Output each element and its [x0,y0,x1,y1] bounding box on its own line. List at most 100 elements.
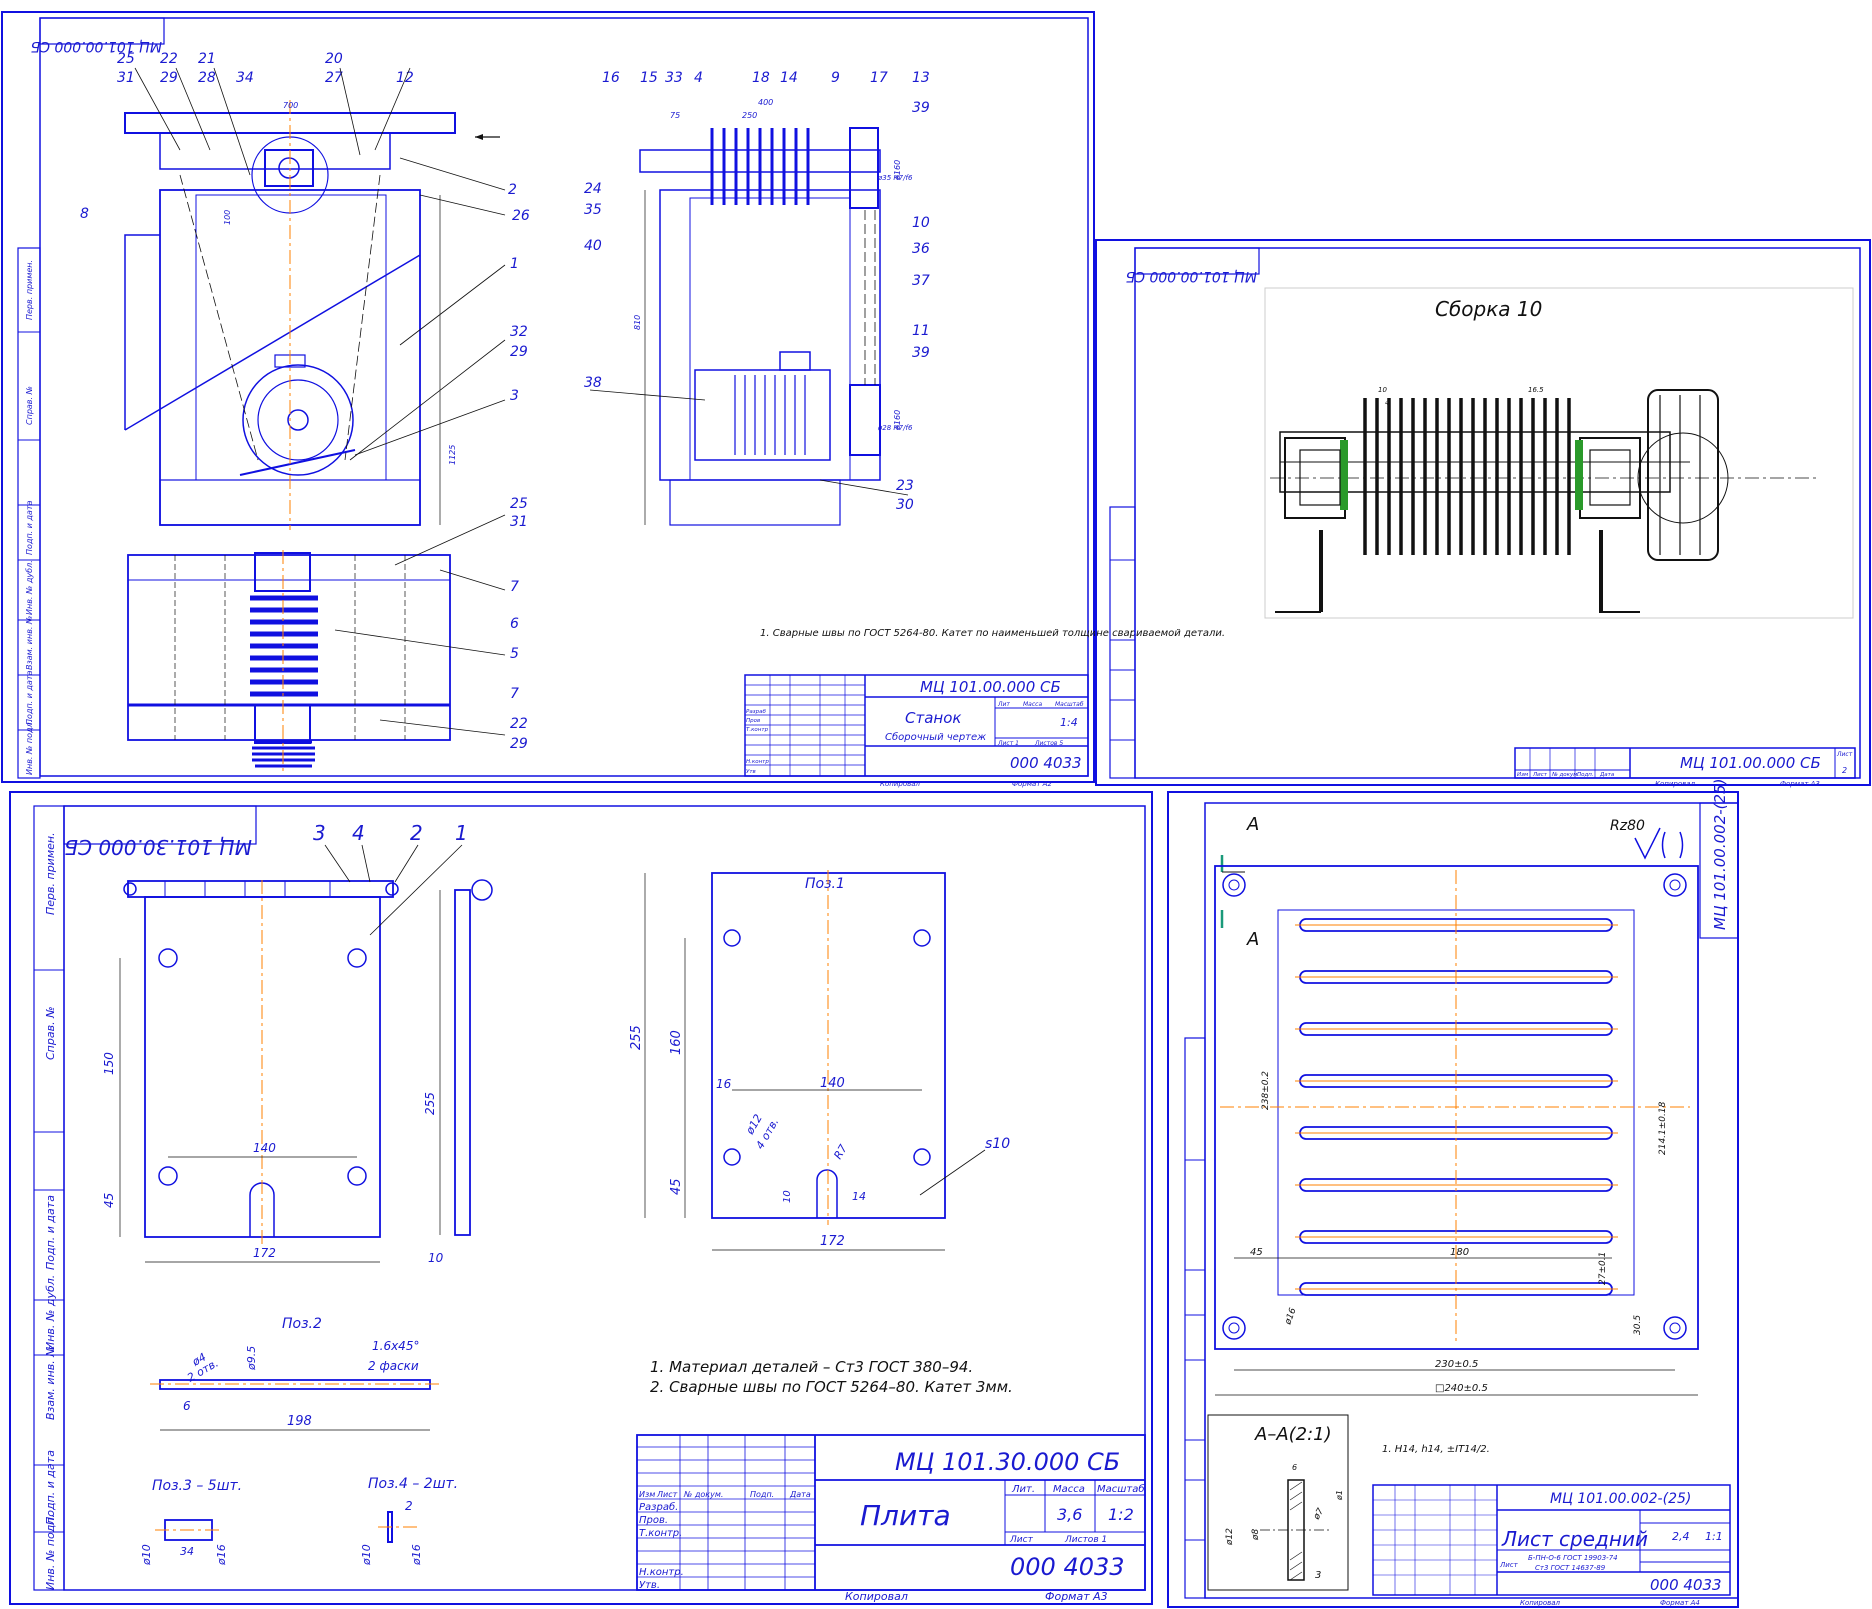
stamp2-col-sign: Подп. [1577,772,1594,778]
dim-4-a: 4 [1385,399,1389,407]
side3-col-1: Перв. примен. [44,832,57,915]
leader-22b: 22 [510,716,528,732]
dim-d160-bottom: ø160 [893,410,902,431]
leader-13: 13 [912,70,930,86]
leader-2: 2 [508,182,517,198]
poz2-dim-6: 6 [183,1399,191,1413]
plan-view [127,550,451,775]
leader-28: 28 [198,70,216,86]
poz1-dim-140: 140 [820,1076,845,1091]
leader-29c: 29 [510,736,528,752]
dim-16-5: 16.5 [1528,386,1544,394]
poz1-thickness: s10 [985,1136,1010,1152]
stamp3-col-izm: Изм [639,1490,655,1499]
poz4-dim-d16: ø16 [410,1544,423,1566]
leader-3: 3 [510,388,519,404]
stamp2-copied: Копировал [1655,780,1696,788]
leader-26: 26 [512,208,530,224]
dim-75: 75 [670,111,680,120]
dim-100: 100 [223,210,232,225]
stamp4-scale: 1:1 [1705,1530,1723,1543]
stamp3-col-mass: Масса [1053,1484,1085,1495]
sheet4-dim-27: 27±0.1 [1598,1252,1608,1285]
sheet-assembly-10: МЦ 101.00.000 СБ Сборка 10 10 [1095,239,1871,788]
section-dim-d12: ø12 [1225,1528,1235,1546]
leader-5: 5 [510,646,519,662]
sheet4-dim-240: □240±0.5 [1435,1383,1488,1394]
leader-1: 1 [510,256,519,272]
mirror-code-2: МЦ 101.00.000 СБ [1126,268,1257,284]
poz1-dim-r7: R7 [831,1142,850,1161]
stamp-col-mass-1: Масса [1023,701,1042,708]
leader-25: 25 [117,51,135,67]
dim-250: 250 [742,111,757,120]
side-col-7: Инв. № подл. [25,720,34,775]
stamp3-row-utv: Утв. [639,1580,660,1591]
side3-col-3: Подп. и дата [44,1195,57,1270]
poz2-view: Поз.2 ø4 2 отв. ø9.5 1.6x45° 2 фаски 6 1… [150,1316,440,1431]
section-a-label-top: А [1246,814,1259,835]
stamp-row-tkontr-1: Т.контр [746,727,769,733]
stamp-org-4: 000 4033 [1650,1576,1722,1594]
leader-29b: 29 [510,344,528,360]
sheet4-dim-238: 238±0.2 [1261,1071,1271,1110]
stamp4-material-1: Б-ПН-О-6 ГОСТ 19903-74 [1528,1554,1618,1562]
stamp2-col-list: Лист [1532,772,1548,778]
title-block-sheet2: Изм Лист № докум. Подп. Дата МЦ 101.00.0… [1514,747,1856,788]
poz4-view: Поз.4 – 2шт. 2 ø10 ø16 [360,1476,458,1566]
stamp-row-nkontr-1: Н.контр [746,759,769,765]
stamp-subtitle-1: Сборочный чертеж [885,731,986,743]
sheet4-note: 1. Н14, h14, ±IT14/2. [1382,1444,1490,1455]
section-dim-d1: ø1 [1335,1490,1344,1501]
poz2-dim-chamfer: 1.6x45° [372,1339,419,1353]
stamp3-format: Формат A3 [1045,1590,1108,1603]
side3-col-2: Справ. № [44,1006,57,1060]
mirror-code-4: МЦ 101.00.002-(25) [1711,779,1729,930]
stamp3-col-list: Лист [656,1490,678,1499]
sheet4-dim-230: 230±0.5 [1435,1359,1478,1370]
leader-31: 31 [117,70,135,86]
stamp3-row-tkontr: Т.контр. [639,1528,682,1539]
poz1-title: Поз.1 [805,876,845,892]
side3-col-4: Инв. № дубл. [44,1275,57,1350]
poz1-dim-255: 255 [629,1025,644,1050]
dim-45-left: 45 [102,1193,116,1208]
note-sheet1: 1. Сварные швы по ГОСТ 5264-80. Катет по… [760,628,1225,639]
leader-11: 11 [912,323,930,339]
leader-38: 38 [584,375,602,391]
dim-810: 810 [633,315,642,330]
stamp-col-lit-1: Лит [997,701,1010,708]
sheet4-dim-30-5: 30.5 [1633,1315,1643,1335]
leader-32: 32 [510,324,528,340]
section-dim-6: 6 [1292,1463,1297,1472]
section-dim-3: 3 [1315,1570,1321,1581]
dim-1125: 1125 [448,445,457,465]
leader-24: 24 [584,181,602,197]
poz3-dim-34: 34 [180,1545,194,1558]
side-col-6: Подп. и дата [25,670,34,725]
leader-30: 30 [896,497,914,513]
side3-col-7: Инв. № подл. [44,1514,57,1590]
poz3-title: Поз.3 – 5шт. [152,1478,242,1494]
leader-7: 7 [510,579,519,595]
poz4-dim-d10: ø10 [360,1544,373,1566]
side-col-1: Перв. примен. [25,260,34,320]
poz1-dim-45: 45 [669,1178,684,1195]
poz1-dim-172: 172 [820,1234,845,1249]
sheet4-dim-d16: ø16 [1283,1306,1299,1327]
leader-9: 9 [831,70,840,86]
side3-col-5: Взам. инв. № [44,1345,57,1420]
leader-4: 4 [694,70,703,86]
plate-note-2: 2. Сварные швы по ГОСТ 5264–80. Катет 3м… [650,1378,1013,1396]
leader-35: 35 [584,202,602,218]
poz1-view: Поз.1 255 160 45 16 140 ø12 4 отв. R7 10… [629,870,1010,1251]
leader-31b: 31 [510,514,528,530]
stamp-title-4: Лист средний [1501,1527,1648,1551]
leader-4-plate: 4 [352,821,365,845]
stamp-row-utv-1: Утв [746,769,756,775]
section-dim-d7: ø7 [1311,1507,1326,1523]
dim-10-a: 10 [1378,386,1387,394]
stamp4-material-2: Ст3 ГОСТ 14637-89 [1535,1564,1606,1572]
stamp3-col-date: Дата [789,1490,811,1499]
